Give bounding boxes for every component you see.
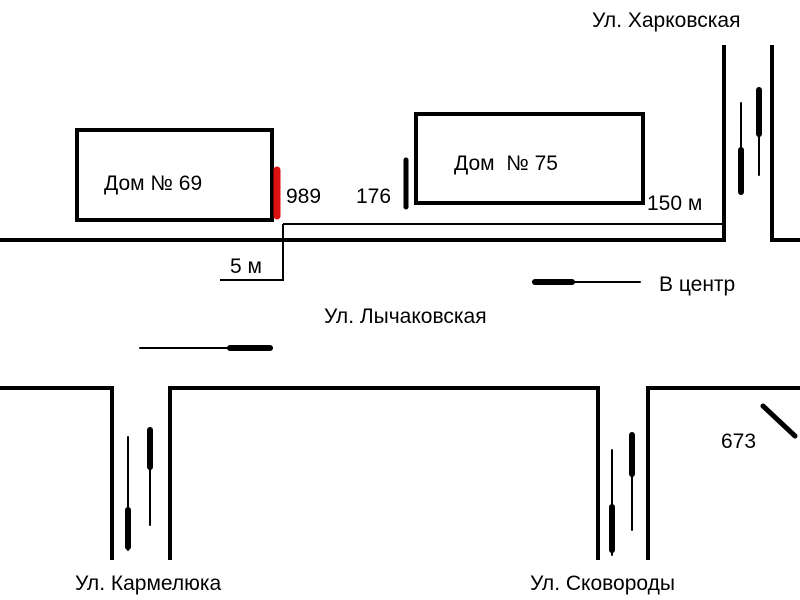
to-center-label: В центр: [659, 273, 735, 296]
marker-673: [760, 403, 798, 439]
road-edges: [0, 45, 800, 560]
bottom-road-edge-left: [0, 386, 114, 560]
traffic-arrows: [125, 87, 762, 556]
house-75-outline: [414, 112, 645, 205]
street-label-lychakovskaya: Ул. Лычаковская: [324, 305, 487, 328]
distance-150m-label: 150 м: [647, 192, 702, 215]
marker-176-label: 176: [356, 185, 391, 208]
street-label-kharkovskaya: Ул. Харковская: [592, 9, 740, 32]
top-road-edge: [0, 45, 726, 242]
house-75-label: Дом № 75: [454, 152, 558, 175]
house-69-label: Дом № 69: [104, 172, 202, 195]
street-label-karmelyuka: Ул. Кармелюка: [75, 572, 222, 595]
distance-5m-line: [220, 224, 284, 281]
marker-673-label: 673: [721, 430, 756, 453]
distance-5m-label: 5 м: [230, 255, 262, 278]
bottom-road-edge-right: [646, 386, 800, 560]
house-69-outline: [75, 128, 274, 222]
marker-989-label: 989: [286, 185, 321, 208]
dimension-lines: [220, 223, 724, 281]
bottom-road-edge-middle: [168, 386, 600, 560]
street-label-skovorody: Ул. Сковороды: [530, 572, 675, 595]
kharkovskaya-right-edge: [770, 45, 800, 242]
